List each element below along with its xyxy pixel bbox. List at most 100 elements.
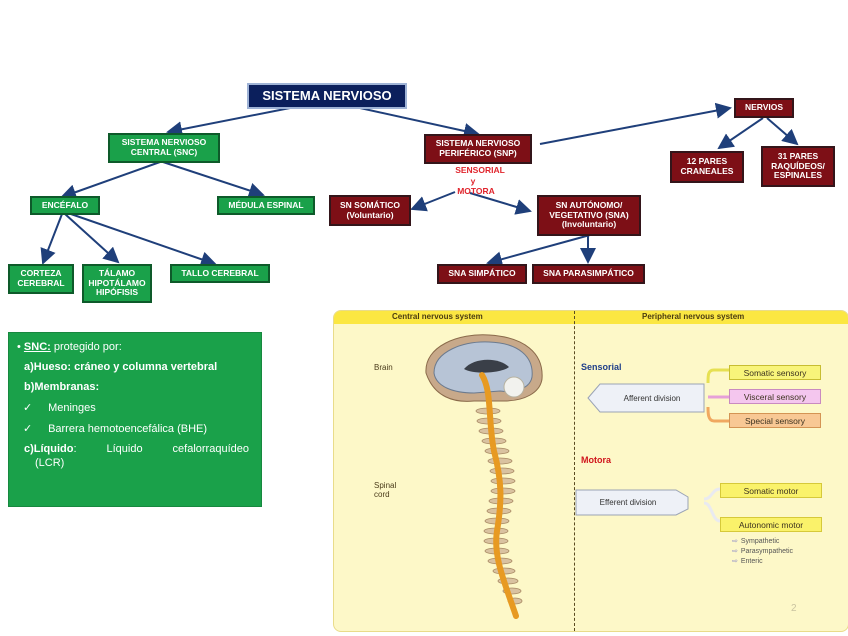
node-sna-simpatico: SNA SIMPÁTICO	[437, 264, 527, 284]
figure-header: Central nervous system Peripheral nervou…	[334, 311, 848, 324]
node-autonomo-line2: VEGETATIVO (SNA)	[549, 209, 629, 220]
label-brain: Brain	[374, 363, 393, 372]
node-corteza-line2: CEREBRAL	[17, 278, 65, 288]
node-sn-autonomo: SN AUTÓNOMO/ VEGETATIVO (SNA) (Involunta…	[537, 195, 641, 236]
section-motora: Motora	[581, 455, 611, 465]
node-nervios-label: NERVIOS	[744, 102, 784, 113]
sublist-parasympathetic: Parasympathetic	[740, 548, 794, 556]
division-shapes	[575, 383, 705, 516]
node-snc-line1: SISTEMA NERVIOSO	[121, 137, 207, 148]
sublist-item: ⇨Parasympathetic	[732, 547, 793, 557]
snc-protection-box: • SNC: protegido por: a)Hueso: cráneo y …	[8, 332, 262, 507]
node-autonomo-line3: (Involuntario)	[561, 219, 617, 230]
annotation-line2: y	[470, 175, 476, 186]
arrow-right-icon: ⇨	[732, 538, 738, 545]
check-icon: ✓	[23, 402, 33, 414]
node-tallo-cerebral: TALLO CEREBRAL	[170, 264, 270, 283]
arrow-snc-encefalo	[60, 161, 161, 200]
efferent-division: Efferent division	[599, 498, 657, 507]
root-label: SISTEMA NERVIOSO	[262, 87, 392, 103]
node-12-pares-craneales: 12 PARES CRANEALES	[670, 151, 744, 183]
node-raquideos-line1: 31 PARES	[777, 150, 819, 161]
spinal-cord	[479, 372, 519, 619]
node-medula-espinal: MÉDULA ESPINAL	[217, 196, 315, 215]
node-snp-line2: PERIFÉRICO (SNP)	[439, 148, 517, 158]
pill-special-sensory: Special sensory	[729, 413, 821, 428]
node-somatico-line2: (Voluntario)	[346, 209, 394, 220]
section-sensorial: Sensorial	[581, 362, 622, 372]
node-31-pares-raquideos: 31 PARES RAQUÍDEOS/ ESPINALES	[761, 146, 835, 187]
node-medula-label: MÉDULA ESPINAL	[228, 199, 304, 210]
pill-visceral-sensory: Visceral sensory	[729, 389, 821, 404]
node-encefalo-label: ENCÉFALO	[41, 199, 89, 210]
annotation-sensorial-motora: SENSORIAL y MOTORA	[440, 165, 520, 197]
bullet-icon: •	[17, 341, 21, 353]
cns-pns-divider	[574, 311, 575, 631]
arrow-root-snp	[359, 107, 480, 139]
item-c-word1: Líquido	[106, 443, 143, 455]
pill-somatic-sensory: Somatic sensory	[729, 365, 821, 380]
afferent-division: Afferent division	[623, 393, 681, 403]
sublist-item: ⇨Enteric	[732, 557, 793, 567]
node-parasimpatico-label: SNA PARASIMPÁTICO	[543, 268, 634, 279]
node-nervios: NERVIOS	[734, 98, 794, 118]
arrow-encefalo-tallo	[67, 212, 217, 267]
header-central: Central nervous system	[392, 312, 483, 321]
brain-spine-illustration	[425, 334, 543, 619]
item-b-membranas: b)Membranas:	[24, 381, 100, 393]
item-c-line2: (LCR)	[35, 457, 65, 469]
check-icon: ✓	[23, 423, 33, 435]
node-somatico-line1: SN SOMÁTICO	[340, 199, 400, 210]
item-a-hueso: a)Hueso: cráneo y columna vertebral	[24, 361, 218, 373]
autonomic-sublist: ⇨Sympathetic ⇨Parasympathetic ⇨Enteric	[732, 537, 793, 567]
node-autonomo-line1: SN AUTÓNOMO/	[555, 199, 623, 210]
label-spinal-line1: Spinal	[374, 481, 397, 490]
node-corteza-cerebral: CORTEZA CEREBRAL	[8, 264, 74, 294]
node-tallo-label: TALLO CEREBRAL	[181, 267, 259, 278]
node-talamo-line2: HIPOTÁLAMO	[88, 277, 146, 288]
page-number: 2	[791, 603, 797, 614]
node-craneales-line1: 12 PARES	[686, 156, 728, 167]
node-raquideos-line2: RAQUÍDEOS/	[771, 160, 825, 171]
item-b2-bhe: ✓ Barrera hemotoencefálica (BHE)	[17, 422, 253, 435]
sublist-enteric: Enteric	[740, 558, 763, 566]
header-peripheral: Peripheral nervous system	[642, 312, 745, 321]
node-raquideos-line3: ESPINALES	[773, 170, 823, 181]
arrow-autonomo-simpatico	[486, 234, 591, 268]
arrow-encefalo-corteza	[40, 213, 63, 265]
arrow-nervios-raquideos	[766, 117, 799, 146]
sublist-sympathetic: Sympathetic	[740, 538, 780, 545]
pill-somatic-motor: Somatic motor	[720, 483, 822, 498]
snc-title-rest: protegido por:	[50, 341, 122, 353]
connector-arrows	[704, 368, 730, 523]
arrow-right-icon: ⇨	[732, 558, 738, 566]
pill-autonomic-motor: Autonomic motor	[720, 517, 822, 532]
node-craneales-line2: CRANEALES	[680, 166, 734, 176]
node-snp-line1: SISTEMA NERVIOSO	[435, 138, 521, 149]
arrow-encefalo-talamo	[64, 213, 120, 264]
sublist-item: ⇨Sympathetic	[732, 537, 793, 547]
node-sna-parasimpatico: SNA PARASIMPÁTICO	[532, 264, 645, 284]
arrow-right-icon: ⇨	[732, 548, 738, 556]
node-talamo: TÁLAMO HIPOTÁLAMO HIPÓFISIS	[82, 264, 152, 303]
label-spinal-cord: Spinal cord	[374, 481, 396, 499]
node-talamo-line3: HIPÓFISIS	[95, 287, 139, 298]
label-spinal-line2: cord	[374, 490, 390, 500]
item-c-label: c)Líquido	[24, 443, 74, 455]
item-c-word2: cefalorraquídeo	[172, 443, 249, 455]
node-snc-line2: CENTRAL (SNC)	[130, 147, 198, 157]
item-b1-meninges: ✓ Meninges	[17, 401, 253, 414]
node-snp: SISTEMA NERVIOSO PERIFÉRICO (SNP)	[424, 134, 532, 164]
item-c-colon: :	[73, 443, 77, 455]
item-b1-label: Meninges	[48, 402, 96, 414]
node-simpatico-label: SNA SIMPÁTICO	[448, 268, 516, 279]
node-corteza-line1: CORTEZA	[20, 268, 62, 279]
item-c-liquido: c)Líquido: Líquido cefalorraquídeo	[17, 443, 253, 455]
arrow-root-snc	[166, 107, 291, 138]
node-encefalo: ENCÉFALO	[30, 196, 100, 215]
arrow-snp-nervios	[539, 102, 732, 145]
node-snc: SISTEMA NERVIOSO CENTRAL (SNC)	[108, 133, 220, 163]
arrow-snc-medula	[162, 161, 265, 199]
annotation-line3: MOTORA	[457, 186, 495, 197]
snc-title-line: • SNC: protegido por:	[17, 341, 253, 353]
